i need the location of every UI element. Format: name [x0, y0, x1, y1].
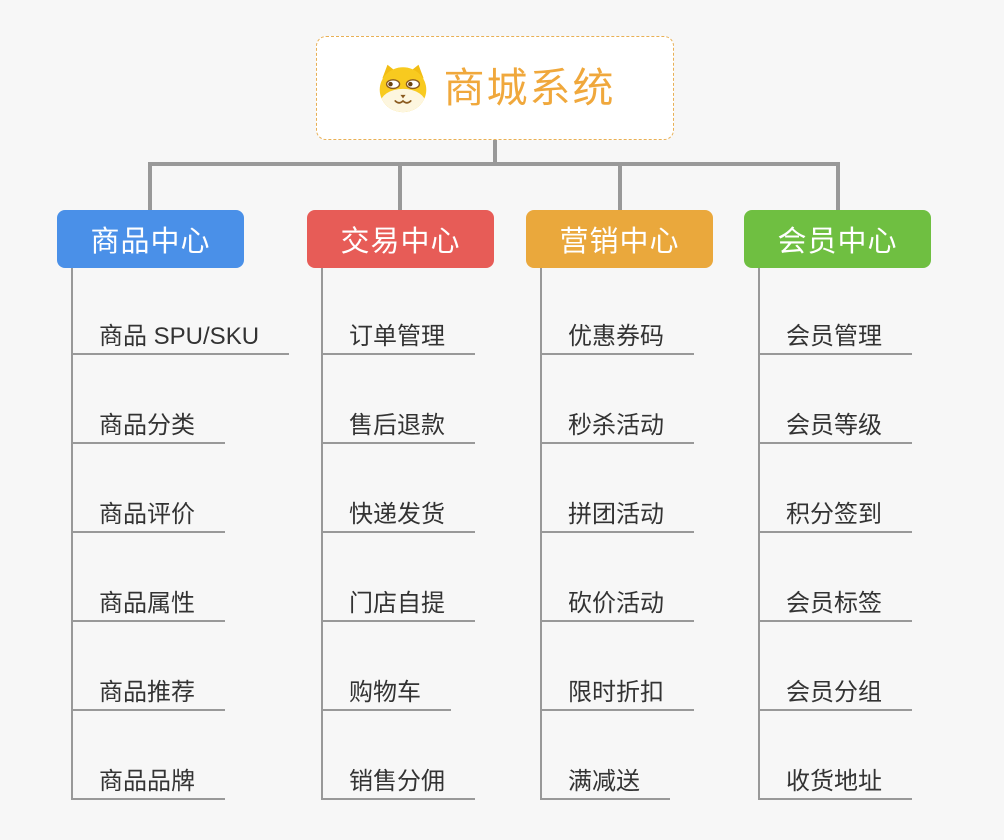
mindmap-node[interactable]: 销售分佣: [321, 756, 475, 800]
mindmap-node[interactable]: 商品评价: [71, 489, 225, 533]
branch-bus-line: [148, 162, 840, 166]
mindmap-node[interactable]: 会员等级: [758, 400, 912, 444]
mindmap-node[interactable]: 售后退款: [321, 400, 475, 444]
shiba-dog-icon: [379, 64, 426, 113]
mindmap-node[interactable]: 购物车: [321, 667, 451, 711]
branch-member-center: 会员中心 会员管理 会员等级 积分签到 会员标签 会员分组 收货地址: [744, 210, 1004, 810]
mindmap-node[interactable]: 会员管理: [758, 311, 912, 355]
mindmap-node[interactable]: 拼团活动: [540, 489, 694, 533]
mindmap-node[interactable]: 满减送: [540, 756, 670, 800]
mindmap-node[interactable]: 商品推荐: [71, 667, 225, 711]
branch-connector-line: [71, 268, 73, 800]
mindmap-node[interactable]: 限时折扣: [540, 667, 694, 711]
branch-header-product-center[interactable]: 商品中心: [57, 210, 244, 268]
mindmap-node[interactable]: 快递发货: [321, 489, 475, 533]
root-connector-line: [493, 139, 497, 166]
mindmap-node[interactable]: 商品分类: [71, 400, 225, 444]
branch-product-center: 商品中心 商品 SPU/SKU 商品分类 商品评价 商品属性 商品推荐 商品品牌: [57, 210, 317, 810]
mindmap-node[interactable]: 会员标签: [758, 578, 912, 622]
mindmap-node[interactable]: 会员分组: [758, 667, 912, 711]
branch-connector-line: [321, 268, 323, 800]
branch-drop-line: [148, 162, 152, 210]
branch-connector-line: [540, 268, 542, 800]
branch-trade-center: 交易中心 订单管理 售后退款 快递发货 门店自提 购物车 销售分佣: [307, 210, 567, 810]
mindmap-node[interactable]: 商品品牌: [71, 756, 225, 800]
branch-drop-line: [398, 162, 402, 210]
mindmap-node[interactable]: 收货地址: [758, 756, 912, 800]
mindmap-node[interactable]: 订单管理: [321, 311, 475, 355]
branch-header-marketing-center[interactable]: 营销中心: [526, 210, 713, 268]
mindmap-node[interactable]: 砍价活动: [540, 578, 694, 622]
branch-marketing-center: 营销中心 优惠券码 秒杀活动 拼团活动 砍价活动 限时折扣 满减送: [526, 210, 786, 810]
mindmap-node[interactable]: 积分签到: [758, 489, 912, 533]
mindmap-node[interactable]: 门店自提: [321, 578, 475, 622]
branch-header-trade-center[interactable]: 交易中心: [307, 210, 494, 268]
branch-drop-line: [836, 162, 840, 210]
mindmap-node[interactable]: 商品 SPU/SKU: [71, 311, 290, 355]
mindmap-node[interactable]: 优惠券码: [540, 311, 694, 355]
branch-drop-line: [618, 162, 622, 210]
root-node[interactable]: 商城系统: [316, 36, 674, 140]
branch-header-member-center[interactable]: 会员中心: [744, 210, 931, 268]
branch-connector-line: [758, 268, 760, 800]
root-title: 商城系统: [443, 64, 616, 111]
mindmap-node[interactable]: 秒杀活动: [540, 400, 694, 444]
mindmap-node[interactable]: 商品属性: [71, 578, 225, 622]
